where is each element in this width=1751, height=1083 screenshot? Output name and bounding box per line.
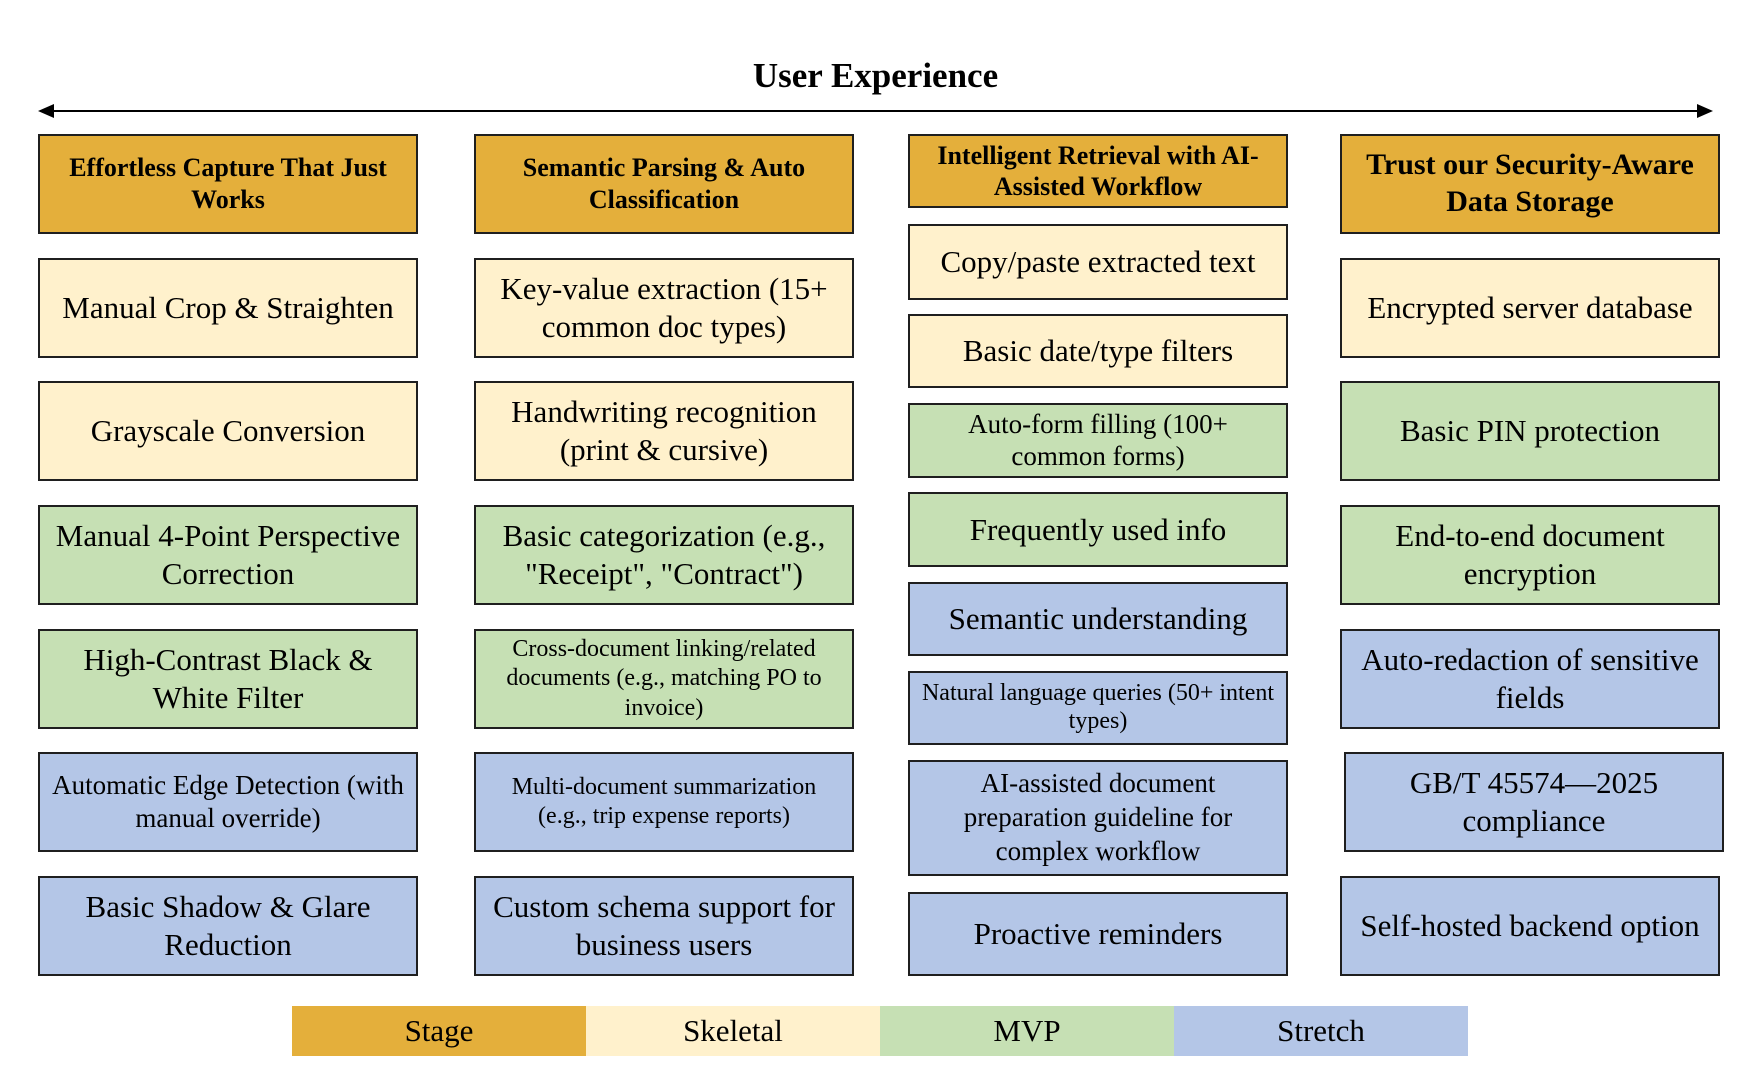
legend-stretch: Stretch [1174,1006,1468,1056]
feature-box: Frequently used info [908,492,1288,567]
feature-box: Manual Crop & Straighten [38,258,418,358]
diagram-title: User Experience [752,56,999,95]
feature-box: Encrypted server database [1340,258,1720,358]
legend-skeletal: Skeletal [586,1006,880,1056]
legend-stage: Stage [292,1006,586,1056]
stage-header-capture: Effortless Capture That Just Works [38,134,418,234]
feature-box: AI-assisted document preparation guideli… [908,760,1288,876]
arrow-left-icon [38,104,54,118]
feature-box: Manual 4-Point Perspective Correction [38,505,418,605]
feature-box: Auto-redaction of sensitive fields [1340,629,1720,729]
legend-mvp: MVP [880,1006,1174,1056]
stage-header-security: Trust our Security-Aware Data Storage [1340,134,1720,234]
feature-box: High-Contrast Black & White Filter [38,629,418,729]
feature-box: Basic Shadow & Glare Reduction [38,876,418,976]
feature-box: Self-hosted backend option [1340,876,1720,976]
feature-box: Proactive reminders [908,892,1288,976]
feature-box: Natural language queries (50+ intent typ… [908,671,1288,745]
feature-box: Key-value extraction (15+ common doc typ… [474,258,854,358]
feature-box: Custom schema support for business users [474,876,854,976]
feature-box: GB/T 45574—2025 compliance [1344,752,1724,852]
feature-box: Automatic Edge Detection (with manual ov… [38,752,418,852]
feature-box: Copy/paste extracted text [908,224,1288,300]
feature-box: Cross-document linking/related documents… [474,629,854,729]
user-experience-axis [50,110,1701,112]
feature-box: Multi-document summarization (e.g., trip… [474,752,854,852]
feature-box: Basic PIN protection [1340,381,1720,481]
feature-box: Grayscale Conversion [38,381,418,481]
feature-box: Basic categorization (e.g., "Receipt", "… [474,505,854,605]
stage-header-retrieval: Intelligent Retrieval with AI-Assisted W… [908,134,1288,208]
feature-box: Handwriting recognition (print & cursive… [474,381,854,481]
arrow-right-icon [1697,104,1713,118]
feature-box: Basic date/type filters [908,314,1288,388]
feature-box: Semantic understanding [908,582,1288,656]
stage-header-parsing: Semantic Parsing & Auto Classification [474,134,854,234]
feature-box: Auto-form filling (100+ common forms) [908,403,1288,478]
feature-box: End-to-end document encryption [1340,505,1720,605]
